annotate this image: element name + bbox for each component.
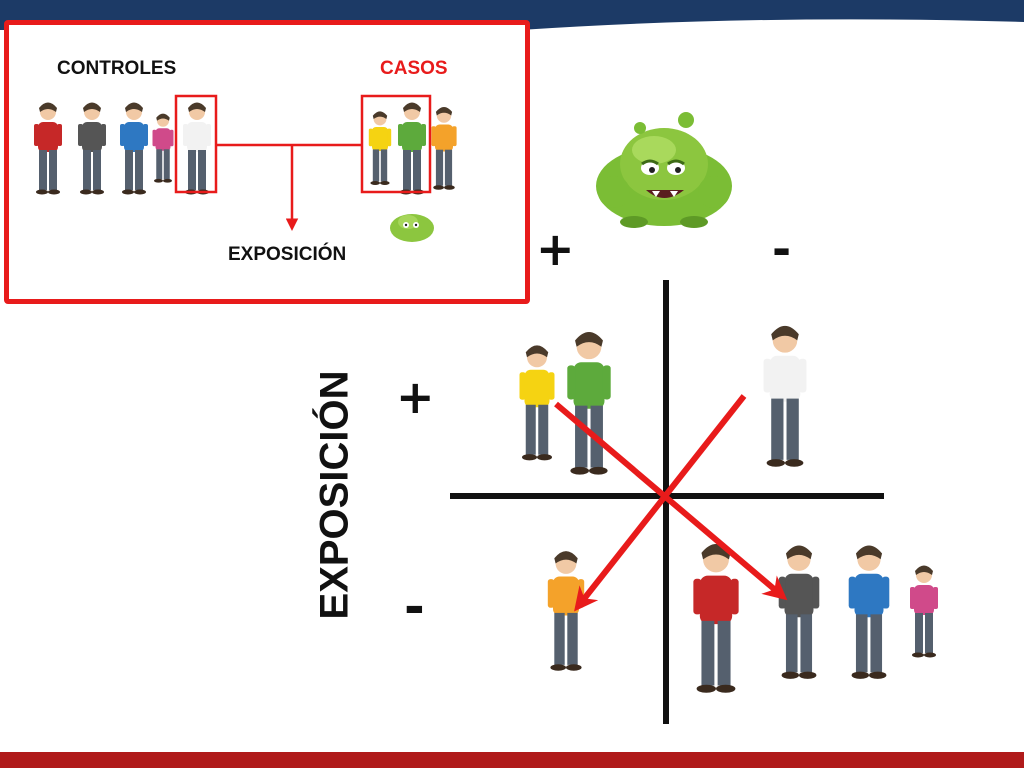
control-person-red-shirt xyxy=(34,102,62,195)
unexposed-control-red-shirt xyxy=(693,544,739,693)
unexposed-control-gray-shirt xyxy=(778,545,820,679)
exposure-negative-sign: - xyxy=(404,578,425,636)
cases-label: CASOS xyxy=(380,58,448,79)
unexposed-control-pink-top xyxy=(910,565,938,658)
quadrant-exposed-controls xyxy=(763,325,807,467)
exposure-positive-sign: + xyxy=(396,370,435,424)
exposed-case-man xyxy=(567,332,611,475)
inset-microbe-icon xyxy=(390,214,434,242)
footer-banner xyxy=(0,752,1024,768)
exposure-axis-label-wrapper: EXPOSICIÓN xyxy=(300,370,370,620)
case-person-orange-shorts xyxy=(431,106,457,190)
inset-exposure-label: EXPOSICIÓN xyxy=(228,244,347,265)
control-person-blue-shirt xyxy=(120,102,148,195)
quadrant-exposed-cases xyxy=(519,332,611,475)
quadrant-unexposed-cases xyxy=(547,551,585,671)
exposed-control-man xyxy=(763,325,807,467)
disease-negative-sign: - xyxy=(772,222,792,276)
inset-connector xyxy=(216,143,362,231)
control-person-gray-shirt xyxy=(78,102,106,195)
disease-positive-sign: + xyxy=(536,222,575,276)
arrow-exposed-controls-to-unexposed-cases xyxy=(574,394,747,612)
cases-group xyxy=(360,94,457,195)
disease-microbe-icon xyxy=(596,112,732,228)
control-person-pink-top xyxy=(152,113,174,183)
case-person-yellow-top xyxy=(368,111,392,185)
exposure-axis-label: EXPOSICIÓN xyxy=(312,370,357,620)
case-person-green-shirt xyxy=(398,102,426,195)
arrow-exposed-cases-to-unexposed-controls xyxy=(554,401,788,601)
unexposed-control-blue-shirt xyxy=(848,545,890,679)
control-person-white-shirt-exposed xyxy=(183,102,211,195)
quadrant-unexposed-controls xyxy=(693,544,938,693)
cross-product-arrows xyxy=(554,394,788,612)
unexposed-case-man xyxy=(547,551,585,671)
controls-label: CONTROLES xyxy=(57,58,177,79)
exposed-case-woman xyxy=(519,345,555,461)
controls-group xyxy=(34,94,218,195)
